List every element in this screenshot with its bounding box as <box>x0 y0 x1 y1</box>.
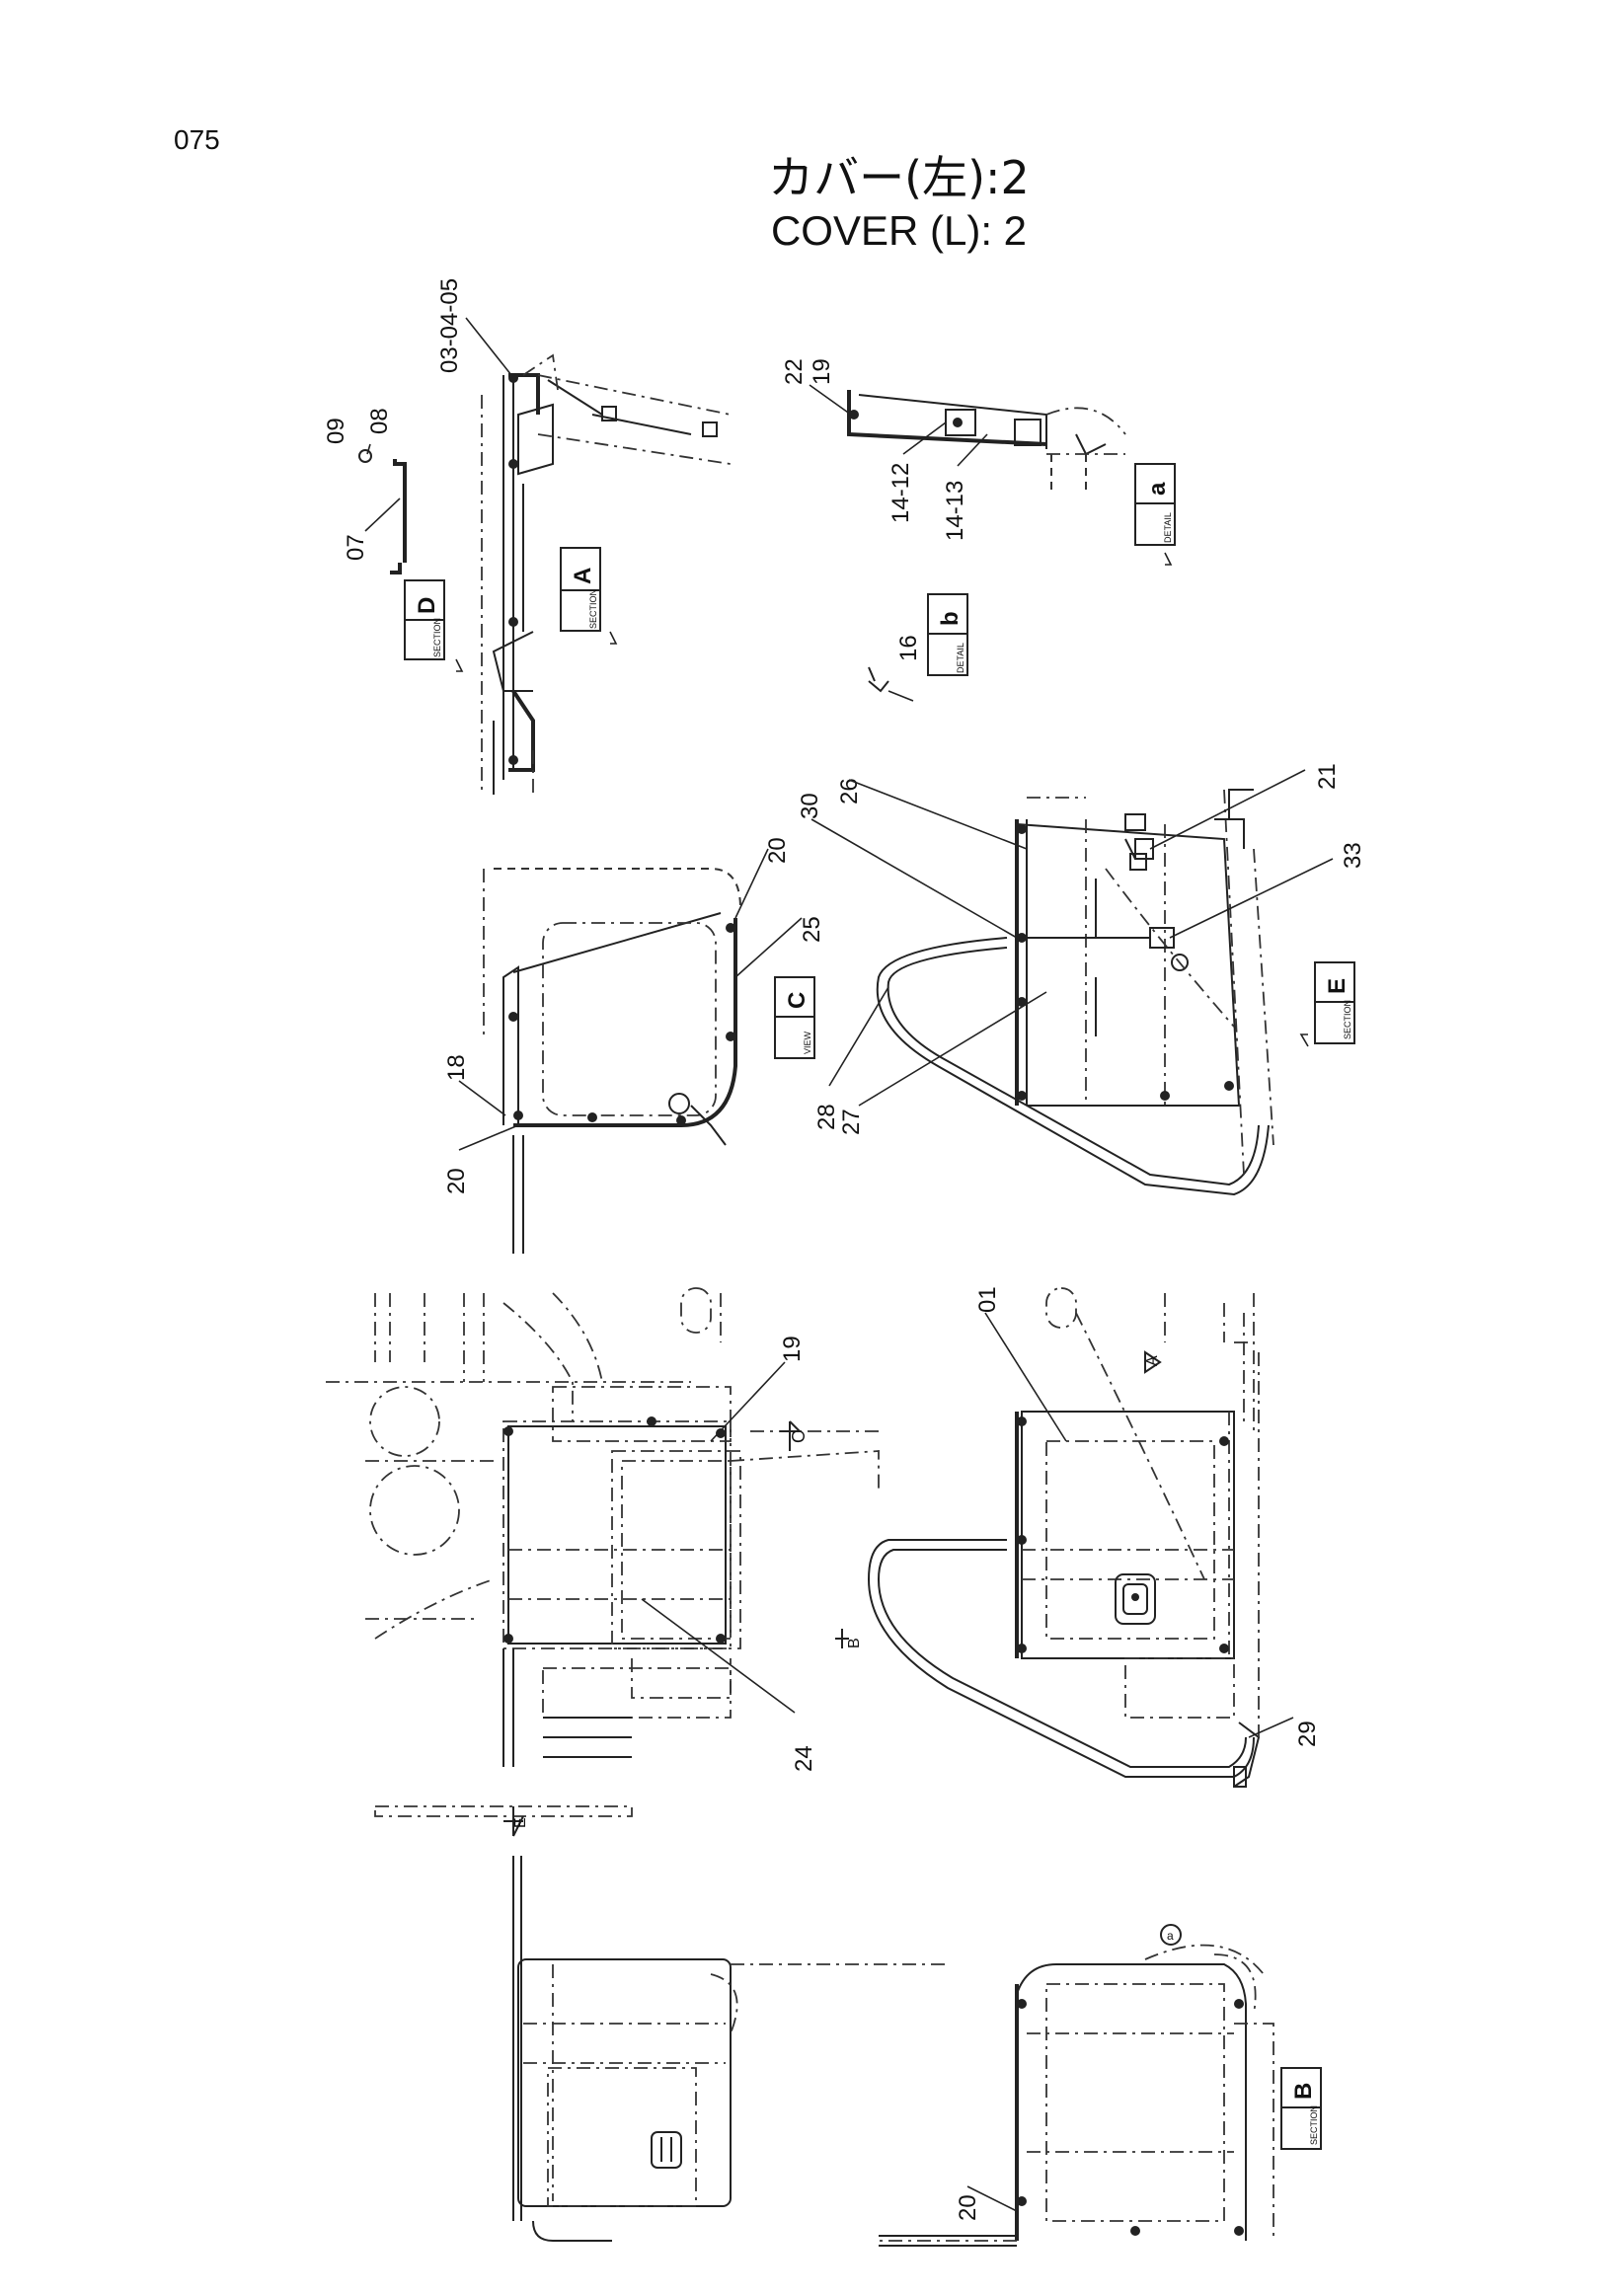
svg-text:a: a <box>1144 482 1171 496</box>
part-label-24: 24 <box>791 1745 817 1772</box>
page-number: 075 <box>174 124 220 155</box>
svg-text:D: D <box>414 597 440 614</box>
part-label-26: 26 <box>836 778 863 804</box>
svg-text:SECTION: SECTION <box>432 618 442 657</box>
part-label-14-13: 14-13 <box>942 481 968 541</box>
part-label-20-section-b: 20 <box>955 2194 981 2221</box>
part-label-30: 30 <box>797 793 823 819</box>
part-label-20-bottom: 20 <box>443 1168 470 1194</box>
svg-text:E: E <box>1324 978 1350 994</box>
handrail-07: 09 08 07 <box>323 408 407 574</box>
arrow-mark-e: E <box>512 1817 529 1828</box>
part-label-21: 21 <box>1314 763 1341 790</box>
arrow-mark-c: C <box>789 1430 809 1443</box>
svg-text:C: C <box>784 992 810 1009</box>
svg-text:DETAIL: DETAIL <box>1163 512 1173 543</box>
part-label-14-12: 14-12 <box>887 463 914 523</box>
section-tag-d: D SECTION <box>404 579 464 672</box>
detail-a-drawing: 22 19 14-12 14-13 <box>781 358 1126 541</box>
part-label-33: 33 <box>1340 842 1366 869</box>
svg-text:b: b <box>937 611 964 626</box>
part-label-16: 16 <box>895 635 922 661</box>
part-label-18: 18 <box>443 1054 470 1081</box>
svg-text:SECTION: SECTION <box>1309 2105 1319 2145</box>
detail-b-drawing: 16 <box>868 635 922 702</box>
svg-text:B: B <box>1290 2083 1317 2100</box>
main-view-left: 19 24 C <box>326 1287 880 1817</box>
section-tag-a: A SECTION <box>560 547 618 645</box>
main-view-right: 01 29 A B <box>835 1286 1321 1788</box>
part-label-28: 28 <box>813 1104 840 1130</box>
section-b-drawing: E a 20 <box>503 1806 1274 2247</box>
part-label-20-top: 20 <box>764 837 791 864</box>
part-label-01: 01 <box>974 1286 1001 1313</box>
part-label-22: 22 <box>781 358 808 385</box>
detail-tag-a: a DETAIL <box>1134 463 1176 566</box>
view-tag-c: C VIEW <box>774 976 815 1059</box>
part-label-03-04-05: 03-04-05 <box>436 278 463 373</box>
part-label-29: 29 <box>1294 1721 1321 1747</box>
part-label-19-main: 19 <box>779 1336 806 1362</box>
svg-text:A: A <box>570 568 596 584</box>
section-tag-b: B SECTION <box>1280 2067 1322 2150</box>
part-label-25: 25 <box>799 916 825 943</box>
section-tag-e: E SECTION <box>1299 961 1355 1047</box>
view-c-drawing: 20 25 18 20 <box>443 837 825 1254</box>
part-label-08: 08 <box>366 408 393 434</box>
section-e-drawing: 30 26 21 33 28 27 <box>797 763 1366 1196</box>
title-japanese: カバー(左):2 <box>768 151 1030 204</box>
arrow-mark-a: A <box>1144 1355 1161 1366</box>
svg-text:SECTION: SECTION <box>588 589 598 629</box>
svg-text:VIEW: VIEW <box>803 1031 812 1054</box>
section-a-drawing: 03-04-05 <box>436 278 732 795</box>
part-label-07: 07 <box>343 534 369 561</box>
part-label-09: 09 <box>323 418 349 444</box>
svg-text:SECTION: SECTION <box>1343 1000 1352 1039</box>
detail-tag-b: b DETAIL <box>927 593 968 676</box>
part-label-19: 19 <box>809 358 835 385</box>
svg-text:DETAIL: DETAIL <box>956 643 965 673</box>
arrow-mark-circle-a: a <box>1167 1929 1174 1943</box>
part-label-27: 27 <box>838 1109 865 1135</box>
arrow-mark-b: B <box>846 1638 863 1648</box>
title-english: COVER (L): 2 <box>770 207 1028 254</box>
